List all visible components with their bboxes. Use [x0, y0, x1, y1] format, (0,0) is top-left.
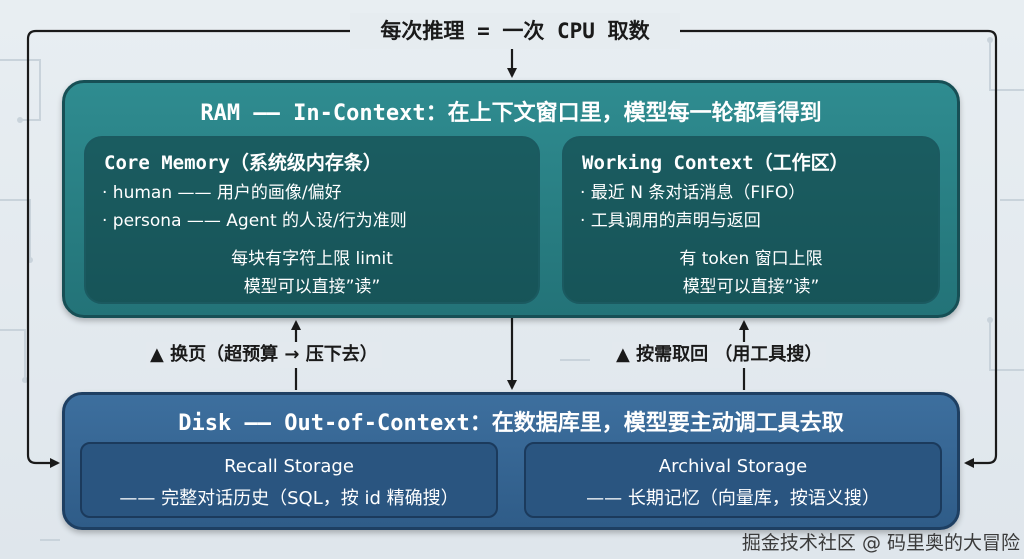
working-note-read: 模型可以直接”读” [682, 277, 820, 297]
archival-storage-title: Archival Storage [658, 456, 808, 477]
disk-title: Disk —— Out-of-Context：在数据库里，模型要主动调工具去取 [178, 411, 844, 436]
recall-storage-title: Recall Storage [224, 456, 354, 477]
recall-storage-box: Recall Storage —— 完整对话历史（SQL，按 id 精确搜） [80, 442, 498, 518]
core-note-limit: 每块有字符上限 limit [231, 249, 393, 269]
core-memory-box: Core Memory（系统级内存条） · human —— 用户的画像/偏好 … [84, 136, 540, 304]
working-context-title: Working Context（工作区） [582, 152, 849, 174]
core-bullet-human: · human —— 用户的画像/偏好 [102, 183, 342, 203]
archival-storage-box: Archival Storage —— 长期记忆（向量库，按语义搜） [524, 442, 942, 518]
loop-right-arrow [680, 29, 998, 468]
recall-storage-desc: —— 完整对话历史（SQL，按 id 精确搜） [119, 488, 459, 509]
core-memory-title: Core Memory（系统级内存条） [104, 152, 382, 174]
watermark: 掘金技术社区 @ 码里奥的大冒险 [741, 532, 1020, 554]
core-bullet-persona: · persona —— Agent 的人设/行为准则 [102, 211, 407, 231]
swap-label: ▲ 换页（超预算 → 压下去） [146, 342, 382, 368]
ram-title: RAM —— In-Context：在上下文窗口里，模型每一轮都看得到 [200, 101, 822, 126]
working-note-limit: 有 token 窗口上限 [679, 249, 823, 269]
loop-left-arrow [26, 29, 350, 468]
working-bullet-fifo: · 最近 N 条对话消息（FIFO） [580, 183, 806, 203]
core-note-read: 模型可以直接”读” [243, 277, 381, 297]
top-label: 每次推理 = 一次 CPU 取数 [350, 13, 680, 49]
working-context-box: Working Context（工作区） · 最近 N 条对话消息（FIFO） … [562, 136, 940, 304]
working-bullet-tools: · 工具调用的声明与返回 [580, 211, 761, 231]
archival-storage-desc: —— 长期记忆（向量库，按语义搜） [586, 488, 880, 509]
retrieve-label: ▲ 按需取回 （用工具搜） [612, 342, 827, 368]
